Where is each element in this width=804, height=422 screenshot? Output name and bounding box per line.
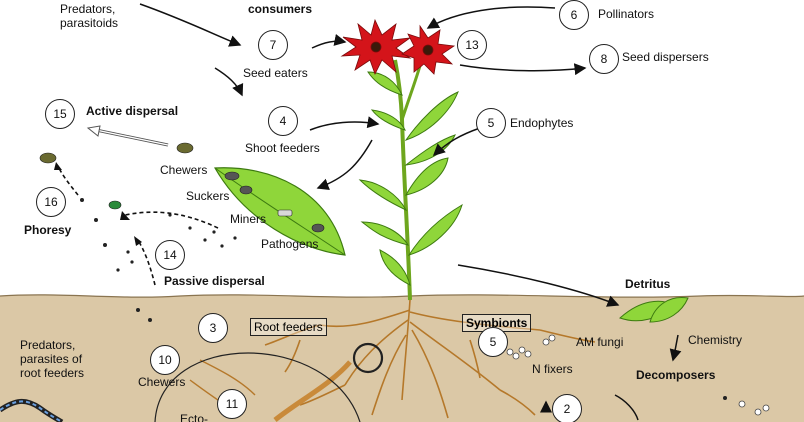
plant-leaves <box>358 71 463 286</box>
marker-16: 16 <box>36 187 66 217</box>
label-miners: Miners <box>230 212 267 226</box>
marker-15: 15 <box>45 99 75 129</box>
interaction-arrows <box>139 3 682 413</box>
root-zoom-circle <box>154 352 361 422</box>
dashed-arrows <box>57 165 219 286</box>
label-predators-root-feeders: Predators, parasites of root feeders <box>20 338 85 380</box>
marker-3: 3 <box>198 313 228 343</box>
leaf-insects <box>224 171 325 233</box>
label-ecto: Ecto- <box>180 412 209 422</box>
marker-13: 13 <box>457 30 487 60</box>
marker-5-bottom: 5 <box>478 327 508 357</box>
label-phoresy: Phoresy <box>24 223 72 237</box>
marker-11: 11 <box>217 389 247 419</box>
root-nodules <box>506 334 770 416</box>
detritus-leaves <box>619 296 689 323</box>
label-endophytes: Endophytes <box>510 116 574 130</box>
label-root-feeders: Root feeders <box>250 318 327 336</box>
label-consumers: consumers <box>248 2 313 16</box>
label-pollinators: Pollinators <box>598 7 655 21</box>
flowers <box>340 18 456 76</box>
label-seed-eaters: Seed eaters <box>243 66 308 80</box>
thick-root <box>273 360 352 422</box>
marker-8: 8 <box>589 44 619 74</box>
marker-4: 4 <box>268 106 298 136</box>
plant-stem <box>393 59 412 301</box>
label-n-fixers: N fixers <box>532 362 573 376</box>
label-passive-dispersal: Passive dispersal <box>164 274 265 288</box>
label-seed-dispersers: Seed dispersers <box>622 50 709 64</box>
soil-layer <box>0 294 804 422</box>
marker-2: 2 <box>552 394 582 422</box>
label-shoot-feeders: Shoot feeders <box>245 141 320 155</box>
marker-14: 14 <box>155 240 185 270</box>
marker-5-top: 5 <box>476 108 506 138</box>
label-decomposers: Decomposers <box>636 368 716 382</box>
label-active-dispersal: Active dispersal <box>86 104 179 118</box>
marker-7: 7 <box>258 30 288 60</box>
label-chewers-root: Chewers <box>138 375 186 389</box>
label-suckers: Suckers <box>186 189 230 203</box>
label-detritus: Detritus <box>625 277 671 291</box>
insects <box>39 142 194 210</box>
label-am-fungi: AM fungi <box>576 335 624 349</box>
dispersal-dots <box>80 198 727 400</box>
marker-10: 10 <box>150 345 180 375</box>
root-system <box>264 299 596 419</box>
marker-6: 6 <box>559 0 589 30</box>
label-pathogens: Pathogens <box>261 237 319 251</box>
label-chemistry: Chemistry <box>688 333 743 347</box>
label-predators-parasitoids: Predators, parasitoids <box>60 2 119 30</box>
label-chewers: Chewers <box>160 163 208 177</box>
